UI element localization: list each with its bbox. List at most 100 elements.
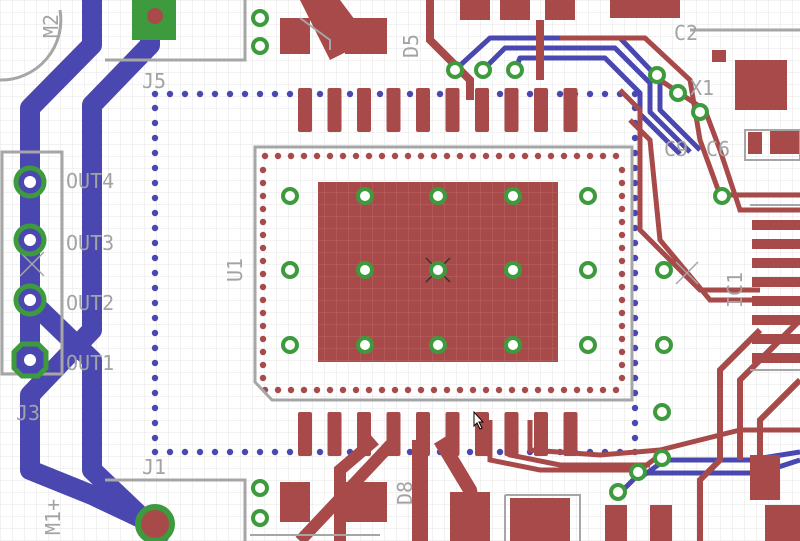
copper-pad[interactable]: [770, 130, 800, 154]
u1-pin[interactable]: [445, 88, 460, 132]
copper-pad[interactable]: [510, 498, 570, 541]
via[interactable]: [251, 479, 269, 497]
via[interactable]: [609, 483, 627, 501]
fence-dot: [151, 374, 159, 382]
via[interactable]: [506, 61, 524, 79]
fence-dot: [618, 218, 626, 226]
via[interactable]: [653, 403, 671, 421]
copper-pad[interactable]: [650, 505, 672, 541]
via[interactable]: [251, 509, 269, 527]
via[interactable]: [429, 336, 447, 354]
via[interactable]: [446, 61, 464, 79]
copper-pad[interactable]: [500, 0, 530, 20]
copper-pad[interactable]: [605, 505, 627, 541]
via[interactable]: [669, 84, 687, 102]
via[interactable]: [655, 261, 673, 279]
top-trace[interactable]: [697, 327, 763, 541]
label-j1: J1: [142, 455, 166, 479]
motor-pad[interactable]: [135, 504, 175, 541]
top-trace[interactable]: [658, 77, 800, 213]
ic1-pad[interactable]: [752, 334, 800, 344]
via[interactable]: [356, 261, 374, 279]
u1-pin[interactable]: [298, 412, 312, 456]
bottom-trace[interactable]: [453, 35, 702, 152]
fence-dot: [618, 244, 626, 252]
motor-pad[interactable]: [143, 4, 167, 28]
u1-pin[interactable]: [416, 412, 430, 456]
copper-pad[interactable]: [345, 482, 387, 522]
u1-pin[interactable]: [386, 88, 401, 132]
ic1-pad[interactable]: [752, 239, 800, 249]
u1-pin[interactable]: [445, 412, 460, 456]
copper-pad[interactable]: [610, 0, 680, 18]
via[interactable]: [691, 103, 709, 121]
bottom-trace[interactable]: [481, 45, 692, 154]
u1-pin[interactable]: [563, 412, 578, 456]
copper-pad[interactable]: [712, 50, 726, 62]
via[interactable]: [356, 187, 374, 205]
via[interactable]: [474, 61, 492, 79]
ic1-pad[interactable]: [752, 220, 800, 230]
fence-dot: [365, 152, 373, 160]
fence-dot: [430, 152, 438, 160]
via[interactable]: [429, 187, 447, 205]
u1-pin[interactable]: [504, 88, 519, 132]
via[interactable]: [655, 336, 673, 354]
via[interactable]: [713, 187, 731, 205]
top-trace[interactable]: [618, 88, 760, 293]
fence-dot: [618, 270, 626, 278]
u1-pin[interactable]: [534, 88, 548, 132]
bottom-trace[interactable]: [512, 55, 682, 156]
top-trace[interactable]: [527, 420, 800, 458]
via[interactable]: [356, 336, 374, 354]
top-trace[interactable]: [426, 0, 474, 100]
u1-pin[interactable]: [563, 88, 578, 132]
copper-pad[interactable]: [735, 60, 787, 110]
copper-pad[interactable]: [460, 0, 490, 20]
copper-pad[interactable]: [280, 482, 310, 522]
u1-pin[interactable]: [357, 412, 371, 456]
via[interactable]: [579, 336, 597, 354]
u1-pin[interactable]: [416, 88, 430, 132]
fence-dot: [618, 231, 626, 239]
via[interactable]: [504, 336, 522, 354]
via[interactable]: [429, 261, 447, 279]
via[interactable]: [579, 261, 597, 279]
u1-pin[interactable]: [534, 412, 548, 456]
copper-pad[interactable]: [765, 505, 800, 541]
fence-dot: [443, 386, 451, 394]
ic1-pad[interactable]: [752, 353, 800, 363]
copper-pad[interactable]: [280, 18, 310, 54]
via[interactable]: [281, 336, 299, 354]
via[interactable]: [251, 9, 269, 27]
fence-dot: [151, 448, 159, 456]
via[interactable]: [648, 66, 666, 84]
u1-pin[interactable]: [386, 412, 401, 456]
copper-pad[interactable]: [450, 492, 490, 541]
u1-pin[interactable]: [298, 88, 312, 132]
via[interactable]: [504, 187, 522, 205]
via[interactable]: [579, 187, 597, 205]
copper-pad[interactable]: [748, 132, 762, 154]
via[interactable]: [281, 187, 299, 205]
top-trace[interactable]: [628, 118, 760, 303]
via[interactable]: [251, 37, 269, 55]
u1-pin[interactable]: [357, 88, 371, 132]
u1-pin[interactable]: [504, 412, 519, 456]
via[interactable]: [653, 449, 671, 467]
via[interactable]: [504, 261, 522, 279]
u1-pin[interactable]: [327, 88, 342, 132]
via[interactable]: [629, 463, 647, 481]
top-trace[interactable]: [757, 377, 800, 470]
ic1-pad[interactable]: [752, 296, 800, 306]
u1-pin[interactable]: [327, 412, 342, 456]
via[interactable]: [281, 261, 299, 279]
copper-pad[interactable]: [545, 0, 575, 20]
ic1-pad[interactable]: [752, 315, 800, 325]
ic1-pad[interactable]: [752, 258, 800, 268]
fence-dot: [259, 374, 267, 382]
u1-pin[interactable]: [475, 88, 489, 132]
ic1-pad[interactable]: [752, 277, 800, 287]
copper-pad[interactable]: [750, 455, 780, 500]
